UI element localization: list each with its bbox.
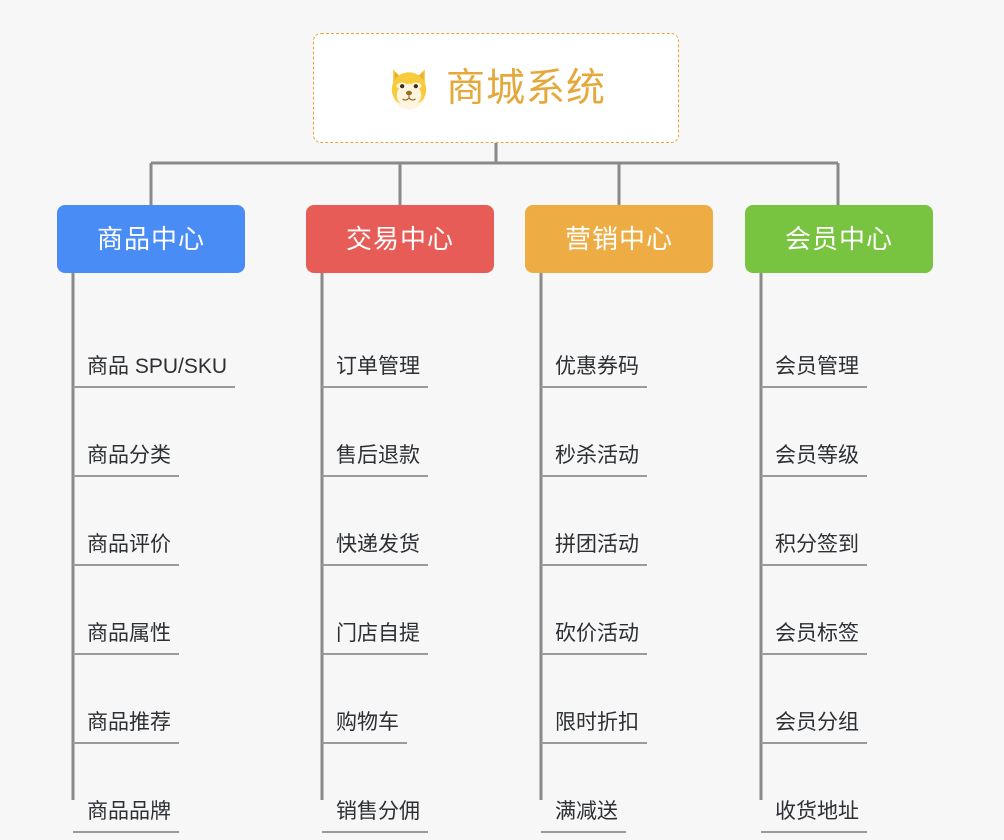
leaf-list-0: 商品 SPU/SKU 商品分类 商品评价 商品属性 商品推荐 商品品牌 [57,273,247,833]
leaf-item[interactable]: 售后退款 [306,388,496,477]
leaf-label: 销售分佣 [322,801,428,833]
root-node[interactable]: 商城系统 [313,33,679,143]
leaf-item[interactable]: 商品评价 [57,477,247,566]
leaf-list-2: 优惠券码 秒杀活动 拼团活动 砍价活动 限时折扣 满减送 [525,273,715,833]
leaf-label: 秒杀活动 [541,445,647,477]
leaf-item[interactable]: 积分签到 [745,477,935,566]
leaf-item[interactable]: 商品推荐 [57,655,247,744]
leaf-item[interactable]: 优惠券码 [525,299,715,388]
category-header-label: 营销中心 [564,224,673,254]
leaf-label: 快递发货 [322,534,428,566]
leaf-label: 商品评价 [73,534,179,566]
category-column-1: 交易中心 订单管理 售后退款 快递发货 门店自提 购物车 销售分佣 [306,205,496,833]
leaf-item[interactable]: 砍价活动 [525,566,715,655]
leaf-item[interactable]: 销售分佣 [306,744,496,833]
leaf-label: 商品 SPU/SKU [73,356,236,388]
leaf-label: 优惠券码 [541,356,647,388]
leaf-label: 商品分类 [73,445,179,477]
leaf-label: 商品属性 [73,623,179,655]
category-header-label: 商品中心 [96,224,205,254]
root-title: 商城系统 [445,66,606,110]
category-header-label: 会员中心 [784,224,893,254]
category-column-2: 营销中心 优惠券码 秒杀活动 拼团活动 砍价活动 限时折扣 满减送 [525,205,715,833]
leaf-item[interactable]: 满减送 [525,744,715,833]
leaf-item[interactable]: 会员标签 [745,566,935,655]
leaf-label: 会员管理 [761,356,867,388]
leaf-list-1: 订单管理 售后退款 快递发货 门店自提 购物车 销售分佣 [306,273,496,833]
leaf-label: 拼团活动 [541,534,647,566]
category-header-0[interactable]: 商品中心 [57,205,245,273]
leaf-item[interactable]: 收货地址 [745,744,935,833]
leaf-item[interactable]: 会员分组 [745,655,935,744]
leaf-label: 购物车 [322,712,407,744]
category-column-3: 会员中心 会员管理 会员等级 积分签到 会员标签 会员分组 收货地址 [745,205,935,833]
leaf-item[interactable]: 限时折扣 [525,655,715,744]
leaf-item[interactable]: 商品属性 [57,566,247,655]
leaf-list-3: 会员管理 会员等级 积分签到 会员标签 会员分组 收货地址 [745,273,935,833]
leaf-label: 满减送 [541,801,626,833]
leaf-label: 会员等级 [761,445,867,477]
leaf-item[interactable]: 会员管理 [745,299,935,388]
category-header-1[interactable]: 交易中心 [306,205,494,273]
leaf-item[interactable]: 订单管理 [306,299,496,388]
leaf-item[interactable]: 商品 SPU/SKU [57,299,247,388]
leaf-item[interactable]: 商品品牌 [57,744,247,833]
leaf-label: 会员标签 [761,623,867,655]
category-header-2[interactable]: 营销中心 [525,205,713,273]
leaf-item[interactable]: 秒杀活动 [525,388,715,477]
leaf-label: 会员分组 [761,712,867,744]
leaf-label: 限时折扣 [541,712,647,744]
leaf-label: 商品品牌 [73,801,179,833]
leaf-label: 门店自提 [322,623,428,655]
leaf-item[interactable]: 拼团活动 [525,477,715,566]
leaf-item[interactable]: 购物车 [306,655,496,744]
leaf-label: 砍价活动 [541,623,647,655]
leaf-item[interactable]: 门店自提 [306,566,496,655]
leaf-label: 订单管理 [322,356,428,388]
leaf-item[interactable]: 商品分类 [57,388,247,477]
leaf-label: 售后退款 [322,445,428,477]
leaf-label: 收货地址 [761,801,867,833]
leaf-label: 商品推荐 [73,712,179,744]
leaf-item[interactable]: 快递发货 [306,477,496,566]
shiba-dog-face-icon [391,69,427,110]
leaf-item[interactable]: 会员等级 [745,388,935,477]
category-header-3[interactable]: 会员中心 [745,205,933,273]
category-header-label: 交易中心 [345,224,454,254]
category-column-0: 商品中心 商品 SPU/SKU 商品分类 商品评价 商品属性 商品推荐 商品品牌 [57,205,247,833]
leaf-label: 积分签到 [761,534,867,566]
